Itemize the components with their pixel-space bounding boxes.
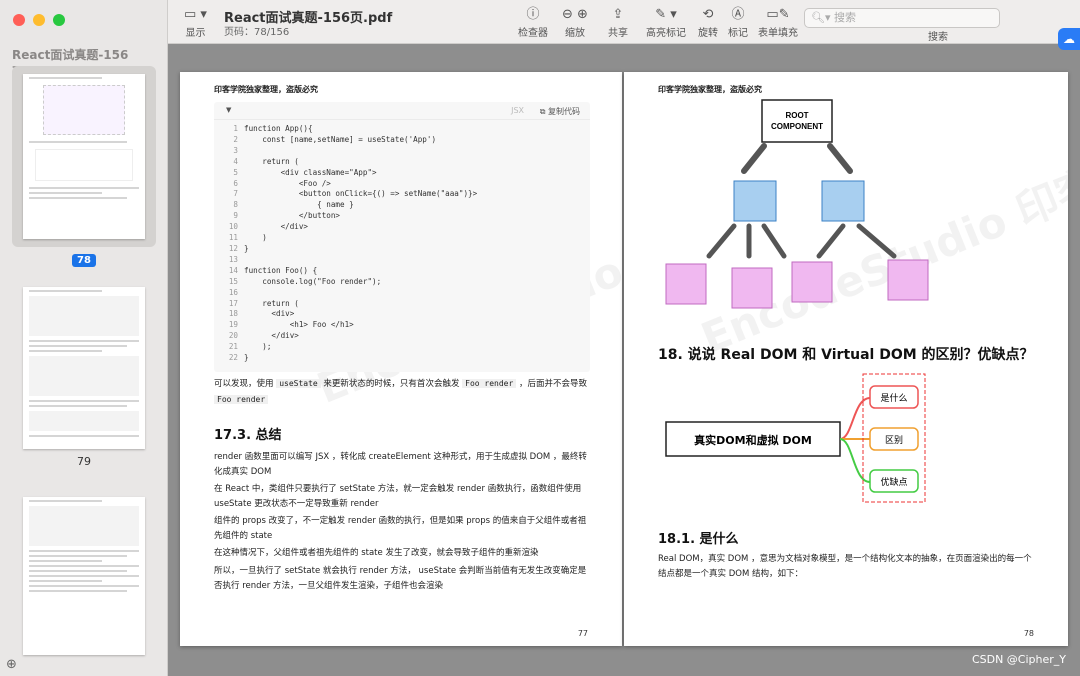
mind-item-2: 优缺点 — [880, 476, 907, 488]
share-icon: ⇪ — [612, 7, 624, 22]
page-footer: 78 — [1023, 629, 1034, 638]
form-icon: ▭✎ — [766, 7, 790, 22]
leaf-node-2 — [731, 267, 773, 309]
close-button[interactable] — [13, 14, 25, 26]
summary-3: 组件的 props 改变了，不一定触发 render 函数的执行，但是如果 pr… — [214, 516, 587, 541]
thumbnail-page-80[interactable] — [12, 497, 156, 655]
code-line: 13 — [228, 254, 238, 264]
code-line: 15 console.log("Foo render"); — [228, 276, 382, 286]
root-label-1: ROOT — [785, 111, 808, 120]
page-header: 印客学院独家整理，盗版必究 — [214, 85, 318, 94]
page-number-78: 78 — [72, 254, 96, 267]
arrow-icon — [706, 223, 897, 259]
view-menu-button[interactable]: ▭ ▾ 显示 — [184, 7, 207, 39]
leaf-node-1 — [665, 263, 707, 305]
child-node-1 — [733, 180, 777, 222]
code-line: 19 <h1> Foo </h1> — [228, 320, 354, 330]
root-node — [761, 99, 833, 143]
zoom-button[interactable] — [53, 14, 65, 26]
pen-icon: ✎ ▾ — [655, 7, 677, 22]
code-line: 3 — [233, 145, 238, 155]
mind-item-0: 是什么 — [880, 392, 907, 404]
zoom-controls[interactable]: ⊖ ⊕ 缩放 — [562, 7, 588, 39]
leaf-node-3 — [791, 261, 833, 303]
arrow-icon — [741, 143, 853, 174]
code-line: 9 </button> — [233, 211, 341, 221]
code-line: 18 <div> — [228, 309, 295, 319]
info-icon: ⓘ — [526, 7, 540, 22]
search-icon: 🔍︎▾ — [811, 11, 834, 24]
markup-button[interactable]: Ⓐ 标记 — [728, 7, 748, 39]
page-number-79: 79 — [77, 455, 91, 468]
copy-code-button[interactable]: ⧉ 复制代码 — [539, 107, 580, 116]
leaf-node-4 — [887, 259, 929, 301]
summary-1: render 函数里面可以编写 JSX ，转化成 createElement 这… — [214, 452, 587, 477]
sidebar-icon: ▭ ▾ — [184, 7, 207, 22]
code-line: 6 <Foo /> — [233, 178, 331, 188]
search-input[interactable]: 🔍︎▾ 搜索 — [804, 8, 1000, 28]
question-title: 18. 说说 Real DOM 和 Virtual DOM 的区别？优缺点？ — [658, 347, 1034, 363]
page-78: EncodeStudio 印客学院 印客学院独家整理，盗版必究 ROOT COM… — [624, 72, 1068, 646]
highlight-button[interactable]: ✎ ▾ 高亮标记 — [646, 7, 686, 39]
zoom-icons: ⊖ ⊕ — [562, 7, 588, 22]
code-line: 11 ) — [228, 233, 267, 243]
inspector-button[interactable]: ⓘ 检查器 — [518, 7, 548, 39]
code-line: 5 <div className="App"> — [233, 167, 377, 177]
thumbnail-page-79[interactable]: 79 — [12, 287, 156, 468]
form-fill-button[interactable]: ▭✎ 表单填充 — [758, 7, 798, 39]
summary-2: 在 React 中，类组件只要执行了 setState 方法，就一定会触发 re… — [214, 484, 582, 509]
code-line: 10 </div> — [228, 222, 309, 232]
code-language: JSX — [511, 106, 524, 115]
mind-map: 真实DOM和虚拟 DOM 是什么 区别 优缺点 — [665, 373, 926, 503]
page-indicator: 页码：78/156 — [224, 27, 290, 38]
page-77: EncodeStudio 印客学院 印客学院独家整理，盗版必究 ▼ JSX ⧉ … — [180, 72, 622, 646]
rotate-button[interactable]: ⟲ 旋转 — [698, 7, 718, 39]
rotate-icon: ⟲ — [702, 7, 714, 22]
code-line: 17 return ( — [228, 298, 299, 308]
sidebar: React面试真题-156页.pdf 78 79 — [0, 0, 168, 676]
mind-center: 真实DOM和虚拟 DOM — [694, 433, 812, 447]
code-line: 20 </div> — [228, 331, 299, 341]
component-tree-diagram: ROOT COMPONENT — [665, 99, 929, 309]
code-line: 21 ); — [228, 342, 272, 352]
code-line: 7 <button onClick={() => setName("aaa")}… — [233, 189, 478, 199]
csdn-watermark: CSDN @Cipher_Y — [971, 653, 1066, 666]
subsection-title: 18.1. 是什么 — [658, 532, 739, 547]
root-label-2: COMPONENT — [771, 122, 823, 131]
code-line: 4 return ( — [233, 156, 299, 166]
search-label: 搜索 — [928, 32, 948, 43]
code-line: 16 — [228, 287, 238, 297]
add-page-icon[interactable]: ⊕ — [6, 657, 17, 672]
document-title: React面试真题-156页.pdf — [224, 11, 393, 26]
thumbnail-page-78[interactable]: 78 — [12, 66, 156, 267]
page-footer: 77 — [577, 629, 588, 638]
window-controls — [13, 14, 65, 26]
section-title: 17.3. 总结 — [214, 428, 282, 443]
cloud-icon[interactable]: ☁ — [1058, 28, 1080, 50]
code-line: 8 { name } — [233, 200, 354, 210]
page-header: 印客学院独家整理，盗版必究 — [658, 85, 762, 94]
collapse-icon[interactable]: ▼ — [226, 106, 232, 114]
summary-4: 在这种情况下，父组件或者祖先组件的 state 发生了改变，就会导致子组件的重新… — [214, 548, 539, 558]
summary-5: 所以，一旦执行了 setState 就会执行 render 方法， useSta… — [214, 566, 587, 591]
minimize-button[interactable] — [33, 14, 45, 26]
code-line: 2 const [name,setName] = useState('App') — [233, 134, 437, 144]
mind-item-1: 区别 — [885, 435, 903, 446]
markup-icon: Ⓐ — [731, 7, 745, 22]
body-text: Real DOM，真实 DOM ，意思为文档对象模型，是一个结构化文本的抽象，在… — [658, 554, 1032, 579]
share-button[interactable]: ⇪ 共享 — [608, 7, 628, 39]
child-node-2 — [821, 180, 865, 222]
code-line: 22} — [228, 353, 249, 363]
paragraph-usestate: 可以发现，使用 useState 来更新状态的时候，只有首次会触发 Foo re… — [214, 379, 588, 404]
toolbar: ▭ ▾ 显示 React面试真题-156页.pdf 页码：78/156 ⓘ 检查… — [168, 0, 1080, 50]
code-line: 12} — [228, 243, 249, 253]
